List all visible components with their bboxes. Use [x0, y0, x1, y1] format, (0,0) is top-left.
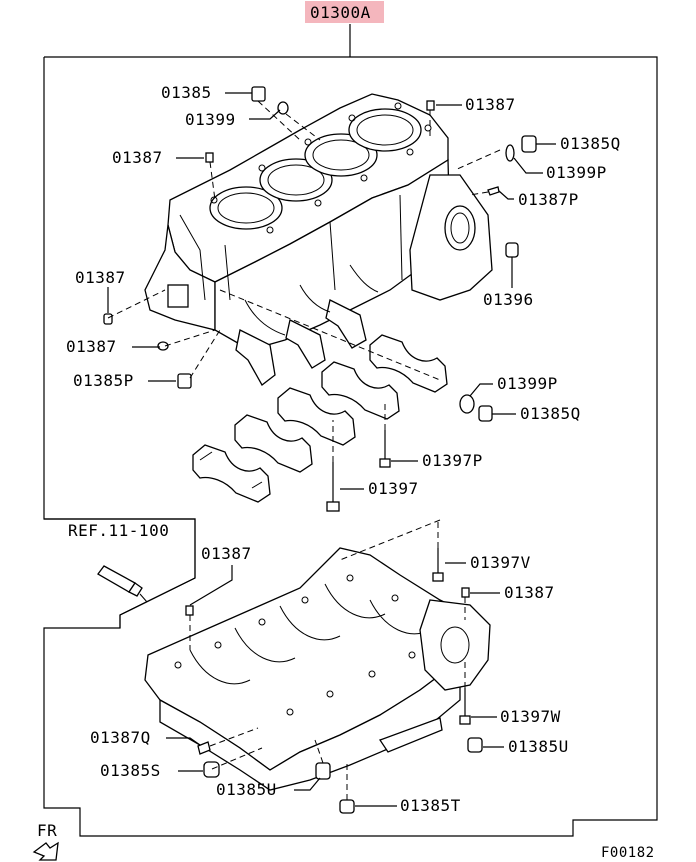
figure-code: F00182: [601, 845, 655, 861]
bearing-cap-5: [369, 334, 448, 393]
plug-01396-icon: [505, 242, 519, 258]
plug-01385S-icon: [203, 761, 220, 778]
callout-01399P-top[interactable]: 01399P: [546, 163, 607, 182]
callout-01396[interactable]: 01396: [483, 290, 534, 309]
oring-01399P-mid-icon: [459, 394, 475, 414]
pin-01387-lower-left-icon: [185, 605, 194, 616]
plug-01385-top-icon: [251, 86, 266, 102]
block-rear-face: [409, 174, 493, 301]
upper-cylinder-block: [144, 93, 493, 386]
pin-01387P-icon: [487, 186, 500, 196]
callout-leader-lines: [107, 92, 556, 807]
bolt-01397V-icon: [432, 548, 444, 582]
callout-01385U-right[interactable]: 01385U: [508, 737, 569, 756]
front-direction-label: FR: [37, 821, 57, 840]
block-rib-right: [329, 221, 336, 291]
reference-box-outline: [44, 518, 196, 628]
oil-filter-boss: [167, 284, 189, 308]
callout-01397[interactable]: 01397: [368, 479, 419, 498]
callout-01397W[interactable]: 01397W: [500, 707, 561, 726]
callout-01387Q[interactable]: 01387Q: [90, 728, 151, 747]
callout-01387-top-right[interactable]: 01387: [465, 95, 516, 114]
pin-01387-lower-right-icon: [461, 587, 470, 598]
callout-01387-upper-left[interactable]: 01387: [112, 148, 163, 167]
pin-01387-left-mid-icon: [103, 313, 113, 325]
callout-01385-top[interactable]: 01385: [161, 83, 212, 102]
callout-01385Q-top[interactable]: 01385Q: [560, 134, 621, 153]
assembly-code-header[interactable]: 01300A: [305, 1, 384, 23]
block-rib-left: [179, 214, 206, 301]
bearing-cap-3: [277, 387, 356, 446]
bearing-cap-1: [192, 444, 271, 503]
pin-01387-upper-left-icon: [205, 152, 214, 163]
pin-01387-top-right-icon: [426, 100, 435, 111]
callout-01397P[interactable]: 01397P: [422, 451, 483, 470]
washer-01399P-top-icon: [505, 144, 515, 162]
callout-01387-lower-right[interactable]: 01387: [504, 583, 555, 602]
crankcase-front-wall: [159, 658, 461, 791]
plug-01385Q-mid-icon: [478, 405, 493, 422]
assembly-code-label: 01300A: [310, 3, 371, 22]
main-bearing-webs: [235, 264, 379, 386]
callout-01387-lower-left[interactable]: 01387: [201, 544, 252, 563]
washer-01399-top-icon: [277, 101, 289, 115]
plug-01385U-bottom-icon: [315, 762, 331, 780]
callout-01387-left-low[interactable]: 01387: [66, 337, 117, 356]
callout-01397V[interactable]: 01397V: [470, 553, 531, 572]
callout-labels: 01385 01399 01387 01385Q 01399P 01387 01…: [66, 83, 621, 815]
front-direction-indicator: FR: [32, 821, 59, 861]
callout-01387P[interactable]: 01387P: [518, 190, 579, 209]
block-side-wall: [144, 224, 216, 331]
callout-01385Q-mid[interactable]: 01385Q: [520, 404, 581, 423]
pin-01387-left-low-icon: [157, 341, 169, 351]
sealant-tube-icon: [97, 565, 148, 603]
reference-label: REF.11-100: [68, 521, 169, 540]
plug-01385Q-top-icon: [521, 135, 537, 153]
bearing-cap-4: [321, 361, 400, 420]
bolt-01397-icon: [326, 462, 340, 512]
assembly-code-highlight: [305, 1, 384, 23]
callout-01387-left-mid[interactable]: 01387: [75, 268, 126, 287]
lower-crankcase: [144, 547, 491, 791]
oil-pan-flange: [379, 717, 443, 753]
callout-01385T[interactable]: 01385T: [400, 796, 461, 815]
callout-01385S[interactable]: 01385S: [100, 761, 161, 780]
reference-callout[interactable]: REF.11-100: [44, 518, 196, 628]
main-bearing-caps[interactable]: [192, 334, 448, 503]
front-arrow-icon: [32, 841, 59, 861]
assembly-guide-lines: [107, 100, 501, 800]
cylinder-bores: [209, 108, 422, 230]
deck-bolt-holes: [210, 102, 432, 234]
callout-01385U-bottom[interactable]: 01385U: [216, 780, 277, 799]
block-rib-rear: [399, 194, 403, 281]
bearing-cap-2: [234, 414, 313, 473]
plug-01385P-icon: [177, 373, 192, 389]
callout-01399-top[interactable]: 01399: [185, 110, 236, 129]
bolt-01397W-icon: [459, 688, 471, 725]
crankcase-rear-housing: [419, 599, 491, 691]
pin-01387Q-icon: [197, 741, 211, 755]
bolt-01397P-icon: [379, 430, 391, 468]
plug-01385T-icon: [339, 799, 355, 814]
callout-01385P[interactable]: 01385P: [73, 371, 134, 390]
callout-01399P-mid[interactable]: 01399P: [497, 374, 558, 393]
block-rib-mid: [224, 244, 231, 301]
plug-01385U-right-icon: [467, 737, 483, 753]
crankcase-bolt-holes: [174, 574, 416, 716]
